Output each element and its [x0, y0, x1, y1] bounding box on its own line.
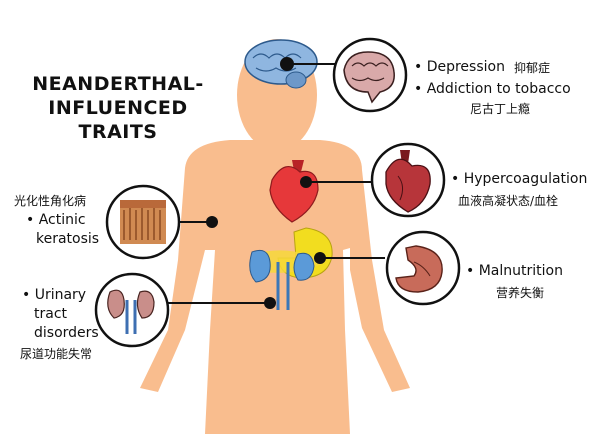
title-line: INFLUENCED [48, 97, 188, 119]
label-tract: tract [34, 306, 68, 322]
page-title: NEANDERTHAL- INFLUENCED TRAITS [28, 72, 208, 144]
stomach-icon [395, 245, 443, 293]
label-keratosis: keratosis [36, 231, 100, 247]
label-urinary-zh: 尿道功能失常 [20, 347, 93, 361]
brain-organ [244, 39, 318, 89]
label-tobacco-zh: 尼古丁上瘾 [470, 102, 531, 116]
label-urinary: • Urinary [22, 287, 87, 303]
callout-kidney [94, 272, 170, 348]
label-tobacco: • Addiction to tobacco [414, 81, 571, 97]
title-line: NEANDERTHAL- [32, 73, 204, 95]
callout-heart [370, 142, 446, 218]
label-actinic-zh: 光化性角化病 [14, 194, 87, 208]
callout-skin [105, 184, 181, 260]
heart-icon [385, 150, 431, 213]
label-depression: • Depression [414, 59, 505, 75]
callout-stomach [385, 230, 461, 306]
label-depression-zh: 抑郁症 [514, 61, 551, 75]
label-hypercoagulation: • Hypercoagulation [451, 171, 588, 187]
kidney-organs [249, 249, 315, 310]
skin-icon [120, 200, 166, 244]
connector-lines [166, 63, 385, 304]
callout-brain [332, 37, 408, 113]
title-line: TRAITS [78, 121, 158, 143]
kidney-icon [107, 289, 155, 334]
brain-icon [343, 51, 395, 104]
label-actinic: • Actinic [26, 212, 86, 228]
label-disorders: disorders [34, 325, 99, 341]
label-hypercoagulation-zh: 血液高凝状态/血栓 [458, 194, 559, 208]
label-malnutrition-zh: 营养失衡 [496, 286, 545, 300]
label-malnutrition: • Malnutrition [466, 263, 563, 279]
